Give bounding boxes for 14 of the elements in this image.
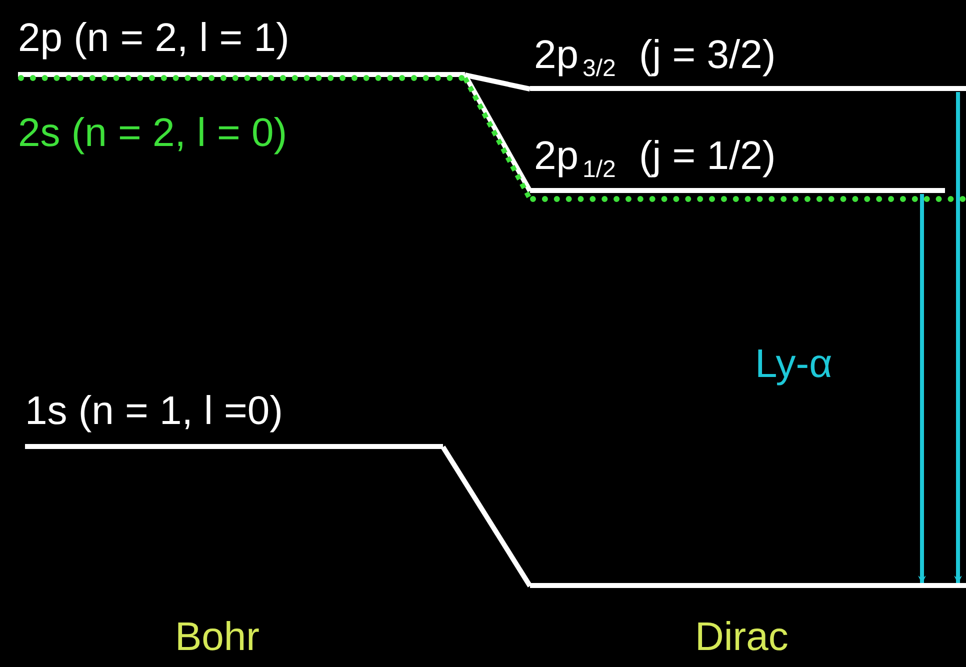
connector-line bbox=[440, 446, 532, 588]
energy-level bbox=[530, 196, 966, 202]
column-heading: Dirac bbox=[695, 615, 788, 659]
transition-arrow bbox=[918, 194, 926, 584]
level-label: 2p (n = 2, l = 1) bbox=[18, 16, 290, 60]
energy-level bbox=[530, 583, 966, 589]
connector-line bbox=[464, 72, 531, 92]
level-label: 2s (n = 2, l = 0) bbox=[18, 111, 288, 155]
transition-label: Ly-α bbox=[755, 342, 832, 386]
level-label: 2p$_{1/2}$ (j = 1/2) bbox=[534, 134, 776, 185]
level-label: 2p$_{3/2}$ (j = 3/2) bbox=[534, 33, 776, 84]
column-heading: Bohr bbox=[175, 615, 260, 659]
level-label: 1s (n = 1, l =0) bbox=[25, 389, 283, 433]
transition-arrow bbox=[954, 92, 962, 584]
